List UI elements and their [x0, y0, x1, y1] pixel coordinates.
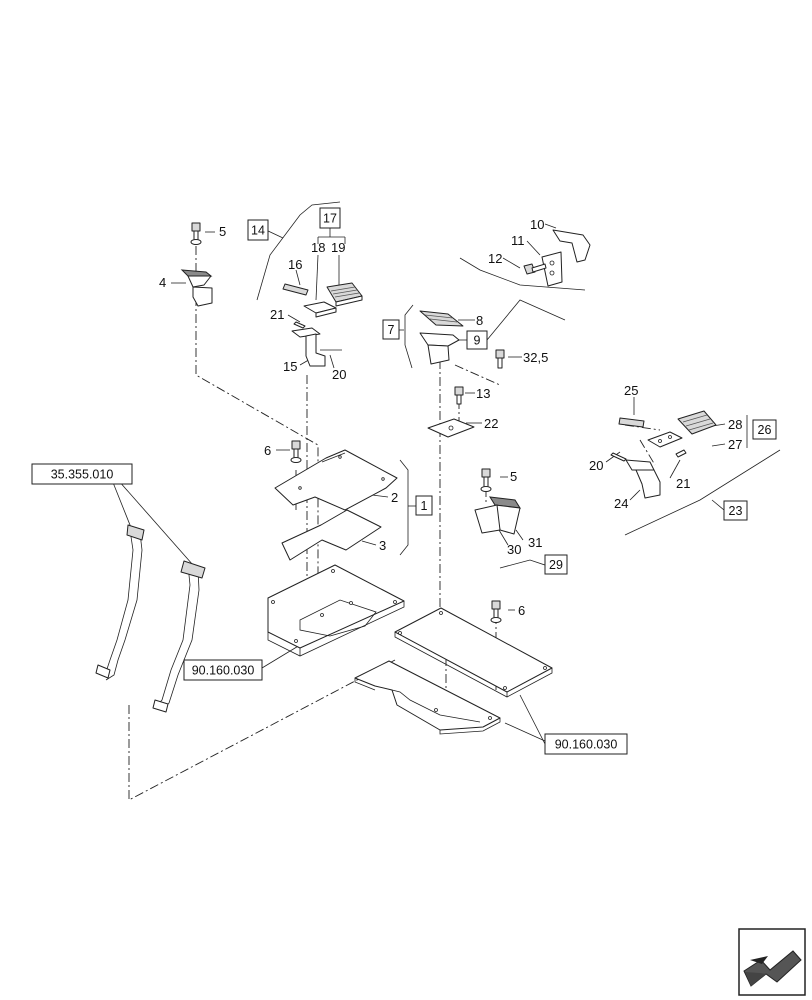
pin-16 [282, 283, 309, 296]
bracket-plate-10 [552, 229, 591, 263]
screw-21-right [675, 449, 687, 458]
pedal-pad-8 [419, 310, 464, 327]
callout-8: 8 [476, 313, 483, 328]
callout-3: 3 [379, 538, 386, 553]
callout-20-left: 20 [332, 367, 346, 382]
callout-32-5: 32,5 [523, 350, 548, 365]
ref-box-14: 14 [247, 219, 269, 241]
callout-27: 27 [728, 437, 742, 452]
bolt-5-left [190, 222, 202, 245]
plate-27 [647, 431, 683, 448]
svg-text:1: 1 [421, 499, 428, 513]
callout-5-left: 5 [219, 224, 226, 239]
callout-19: 19 [331, 240, 345, 255]
plate-18 [303, 301, 337, 318]
callout-4: 4 [159, 275, 166, 290]
svg-text:29: 29 [549, 558, 563, 572]
floor-mat-2 [274, 449, 398, 511]
callout-30: 30 [507, 542, 521, 557]
bracket-11 [541, 251, 563, 287]
ref-box-7: 7 [382, 319, 400, 340]
callout-28: 28 [728, 417, 742, 432]
callout-20-right: 20 [589, 458, 603, 473]
ref-box-90-160-030-right[interactable]: 90.160.030 [544, 733, 628, 755]
svg-text:35.355.010: 35.355.010 [51, 468, 114, 482]
ref-box-23: 23 [723, 500, 748, 521]
pedal-pad-19 [326, 282, 363, 307]
callout-25: 25 [624, 383, 638, 398]
lever-15 [291, 327, 342, 367]
ref-box-9: 9 [466, 330, 488, 350]
hydraulic-line-a [95, 524, 145, 681]
pin-20-right [610, 452, 627, 462]
svg-text:9: 9 [474, 334, 481, 348]
callout-13: 13 [476, 386, 490, 401]
ref-box-35-355-010[interactable]: 35.355.010 [31, 463, 133, 485]
pedal-lever-9 [419, 332, 460, 365]
callout-15: 15 [283, 359, 297, 374]
callout-31: 31 [528, 535, 542, 550]
callout-11: 11 [511, 233, 525, 248]
bolt-12 [523, 263, 547, 275]
pin-25 [618, 417, 645, 428]
ref-box-29: 29 [544, 554, 568, 575]
leader-lines [111, 201, 781, 745]
hydraulic-line-b [152, 560, 206, 713]
bolt-6-upper [290, 440, 302, 463]
svg-text:26: 26 [758, 423, 772, 437]
lever-24 [625, 459, 661, 499]
svg-text:90.160.030: 90.160.030 [555, 738, 618, 752]
floor-plate-left [267, 564, 405, 657]
callout-5-right: 5 [510, 469, 517, 484]
callout-labels: 5 4 18 19 16 21 15 20 10 11 12 8 32,5 13… [159, 217, 742, 618]
svg-text:14: 14 [251, 224, 265, 238]
callout-10: 10 [530, 217, 544, 232]
callout-21-right: 21 [676, 476, 690, 491]
ref-box-1: 1 [415, 495, 433, 516]
pedal-bracket-4 [180, 269, 213, 307]
callout-24: 24 [614, 496, 628, 511]
floor-plate-right-upper [394, 607, 553, 698]
bolt-6-lower [490, 600, 502, 623]
callout-21-left: 21 [270, 307, 284, 322]
floor-plate-right-lower [354, 660, 501, 735]
bolt-32-5 [495, 349, 505, 369]
callout-18: 18 [311, 240, 325, 255]
screw-21-left [293, 321, 306, 329]
pedal-31 [489, 496, 521, 535]
svg-text:17: 17 [323, 212, 337, 226]
callout-22: 22 [484, 416, 498, 431]
pedal-pad-28 [677, 410, 717, 435]
ref-box-90-160-030-left[interactable]: 90.160.030 [183, 659, 263, 681]
bracket-30 [474, 504, 501, 534]
callout-2: 2 [391, 490, 398, 505]
callout-16: 16 [288, 257, 302, 272]
svg-text:90.160.030: 90.160.030 [192, 664, 255, 678]
ref-box-26: 26 [752, 419, 777, 440]
svg-text:23: 23 [729, 504, 743, 518]
svg-text:7: 7 [388, 323, 395, 337]
floor-mat-3 [281, 509, 382, 561]
back-arrow-icon[interactable] [738, 928, 806, 996]
bolt-13 [454, 386, 464, 405]
plate-22 [427, 418, 475, 438]
callout-6-upper: 6 [264, 443, 271, 458]
ref-box-17: 17 [319, 207, 341, 229]
callout-6-lower: 6 [518, 603, 525, 618]
bolt-5-right [480, 468, 492, 492]
callout-12: 12 [488, 251, 502, 266]
